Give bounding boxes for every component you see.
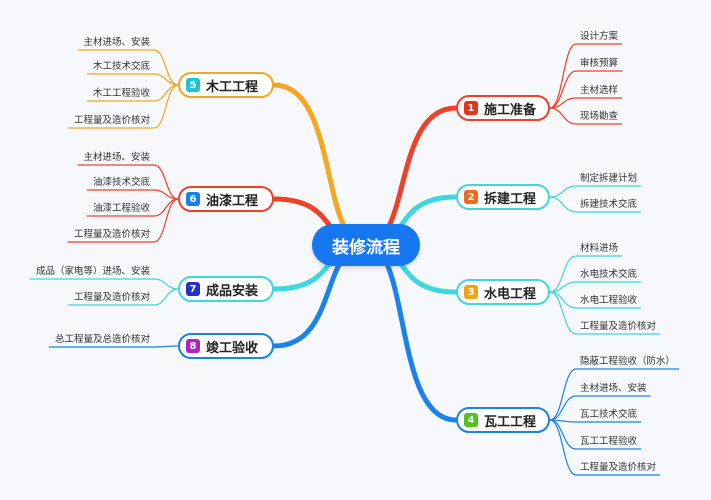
branch-number-badge: 5 [186,78,200,92]
branch-node-b6[interactable]: 6 油漆工程 [178,186,274,212]
leaf-connector [153,49,179,86]
leaf-connector [153,198,179,243]
leaf-topic[interactable]: 木工技术交底 [92,61,150,72]
leaf-topic[interactable]: 材料进场 [580,243,619,254]
leaf-topic[interactable]: 总工程量及总造价核对 [54,334,150,345]
branch-title: 竣工验收 [206,340,259,356]
leaf-connector [549,107,577,125]
leaf-connector [549,196,577,213]
branch-node-b7[interactable]: 7 成品安装 [178,276,274,302]
leaf-connector [153,345,179,348]
branch-number-badge: 4 [464,413,478,427]
branch-connector-b4 [363,242,459,423]
branch-number-badge: 8 [186,339,200,353]
leaf-topic[interactable]: 油漆工程验收 [92,203,150,214]
branch-number-badge: 2 [464,190,478,204]
central-topic[interactable]: 装修流程 [312,224,420,266]
leaf-topic[interactable]: 工程量及造价核对 [73,115,150,126]
leaf-topic[interactable]: 水电工程验收 [580,295,638,306]
leaf-connector [549,395,577,421]
leaf-topic[interactable]: 木工工程验收 [92,88,150,99]
leaf-topic[interactable]: 水电技术交底 [580,269,638,280]
branch-title: 木工工程 [206,79,259,95]
leaf-connector [549,291,577,335]
branch-number-badge: 3 [464,285,478,299]
branch-number-badge: 6 [186,192,200,206]
leaf-connector [549,368,577,421]
branch-title: 拆建工程 [484,191,537,207]
leaf-topic[interactable]: 瓦工工程验收 [580,436,638,447]
leaf-connector [153,278,179,290]
leaf-topic[interactable]: 制定拆建计划 [580,173,638,184]
leaf-connector [153,84,179,102]
leaf-connector [549,185,577,198]
leaf-connector [153,288,179,306]
branch-node-b8[interactable]: 8 竣工验收 [178,333,274,359]
leaf-topic[interactable]: 工程量及造价核对 [580,462,657,473]
leaf-topic[interactable]: 工程量及造价核对 [73,229,150,240]
branch-number-badge: 7 [186,282,200,296]
branch-connector-b5 [271,82,369,248]
leaf-connector [549,291,577,309]
branch-node-b3[interactable]: 3 水电工程 [456,279,550,305]
leaf-topic[interactable]: 工程量及造价核对 [73,292,150,303]
branch-title: 油漆工程 [206,193,259,209]
leaf-connector [153,84,179,129]
leaf-topic[interactable]: 隐蔽工程验收（防水） [580,356,676,367]
leaf-connector [153,164,179,200]
branch-number-badge: 1 [464,101,478,115]
leaf-topic[interactable]: 现场勘查 [580,111,619,122]
leaf-topic[interactable]: 拆建技术交底 [580,199,638,210]
leaf-topic[interactable]: 主材选样 [580,85,619,96]
leaf-connector [549,70,577,109]
leaf-connector [549,419,577,450]
leaf-topic[interactable]: 主材进场、安装 [580,383,647,394]
leaf-connector [549,43,577,109]
leaf-connector [153,198,179,217]
leaf-topic[interactable]: 设计方案 [580,31,619,42]
branch-node-b4[interactable]: 4 瓦工工程 [456,407,550,433]
branch-title: 瓦工工程 [484,414,537,430]
branch-title: 施工准备 [484,102,537,118]
branch-title: 成品安装 [206,283,259,299]
branch-node-b2[interactable]: 2 拆建工程 [456,184,550,210]
leaf-topic[interactable]: 工程量及造价核对 [580,321,657,332]
leaf-connector [549,255,577,293]
leaf-topic[interactable]: 主材进场、安装 [83,37,150,48]
leaf-topic[interactable]: 成品（家电等）进场、安装 [35,266,150,277]
leaf-topic[interactable]: 审核预算 [580,58,619,69]
leaf-connector [549,419,577,476]
leaf-topic[interactable]: 主材进场、安装 [83,152,150,163]
branch-node-b5[interactable]: 5 木工工程 [178,72,274,98]
branch-node-b1[interactable]: 1 施工准备 [456,95,550,121]
branch-title: 水电工程 [484,286,537,302]
central-topic-label: 装修流程 [332,237,400,258]
leaf-topic[interactable]: 瓦工技术交底 [580,409,638,420]
leaf-topic[interactable]: 油漆技术交底 [92,177,150,188]
